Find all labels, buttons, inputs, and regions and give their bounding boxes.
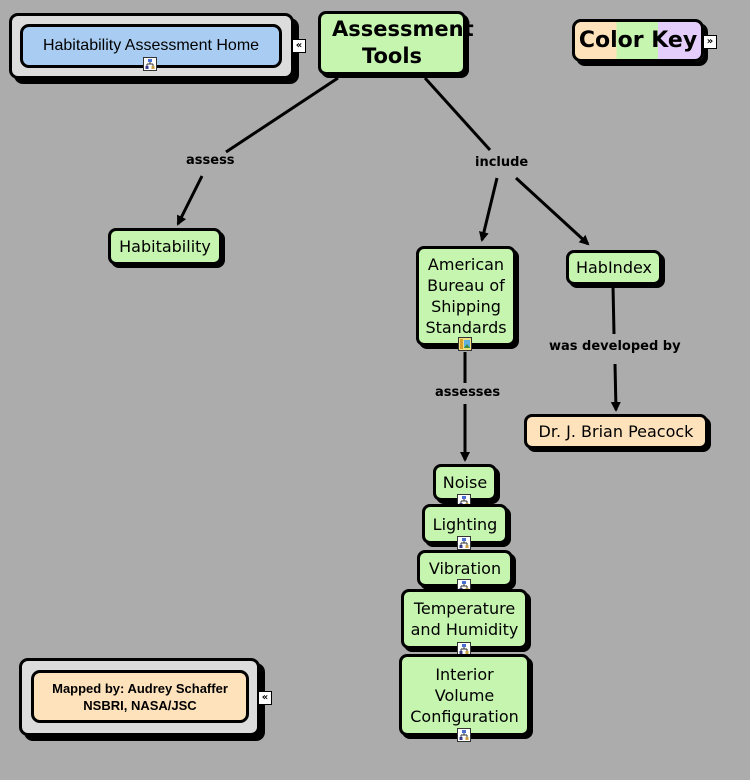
concept-map-icon[interactable] [457, 536, 471, 550]
color-key-label: Color Key [578, 28, 698, 53]
color-key-button[interactable]: Color Key [572, 19, 704, 62]
link-include-habindex [514, 176, 590, 246]
link-phrase-assess: assess [183, 153, 238, 168]
link-include-abs [479, 177, 499, 242]
collapse-left-icon[interactable]: « [292, 39, 306, 53]
credits-box[interactable]: Mapped by: Audrey Schaffer NSBRI, NASA/J… [31, 670, 249, 723]
link-tools-assess [225, 76, 339, 154]
concept-habitability[interactable]: Habitability [108, 228, 222, 265]
collapse-left-icon[interactable]: « [258, 691, 272, 705]
home-link-label: Habitability Assessment Home [42, 37, 260, 54]
link-phrase-assesses: assesses [432, 385, 504, 400]
concept-map-icon[interactable] [457, 728, 471, 742]
concept-temperature-humidity[interactable]: Temperature and Humidity [401, 589, 528, 649]
home-link-button[interactable]: Habitability Assessment Home [20, 24, 282, 68]
concept-assessment-tools[interactable]: Assessment Tools [318, 11, 474, 75]
link-wdb-peacock [610, 363, 621, 412]
concept-peacock[interactable]: Dr. J. Brian Peacock [524, 414, 708, 449]
concept-abs-standards[interactable]: American Bureau of Shipping Standards [416, 246, 516, 346]
image-resource-icon[interactable] [458, 337, 472, 351]
concept-map-icon[interactable] [457, 642, 471, 656]
concept-habindex[interactable]: HabIndex [566, 250, 662, 285]
concept-map-icon[interactable] [143, 57, 157, 71]
credits-line2: NSBRI, NASA/JSC [83, 697, 197, 713]
concept-interior-volume[interactable]: Interior Volume Configuration [399, 654, 530, 736]
link-assess-habitability [176, 175, 204, 226]
link-habindex-wdb [611, 285, 616, 335]
link-phrase-include: include [472, 155, 532, 170]
credits-line1: Mapped by: Audrey Schaffer [52, 680, 228, 696]
expand-right-icon[interactable]: » [703, 35, 717, 49]
link-phrase-was-developed-by: was developed by [546, 339, 684, 354]
link-tools-include [423, 76, 492, 152]
